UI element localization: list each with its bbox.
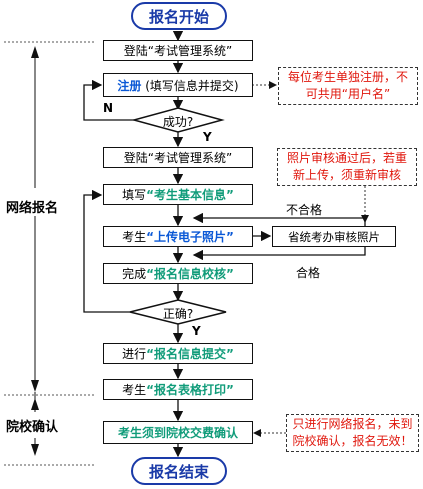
end-terminal: 报名结束 <box>131 457 227 485</box>
verify-info-step: 完成“报名信息校核” <box>103 263 253 284</box>
register-step: 注册 (填写信息并提交) <box>103 73 253 97</box>
end-label: 报名结束 <box>148 462 209 481</box>
no-label: N <box>103 101 114 115</box>
school-confirm-step: 考生须到院校交费确认 <box>103 421 253 444</box>
note-invalid-registration: 只进行网络报名，未到院校确认，报名无效！ <box>286 414 419 452</box>
submit-info-step: 进行“报名信息提交” <box>103 343 253 364</box>
success-decision: 成功? <box>162 115 194 129</box>
section-online: 网络报名 <box>6 201 59 216</box>
upload-photo-step: 考生“上传电子照片” <box>103 226 253 247</box>
pass-label: 合格 <box>296 266 321 280</box>
note-photo-review: 照片审核通过后，若重新上传，须重新审核 <box>277 148 417 186</box>
correct-decision: 正确? <box>162 307 194 321</box>
section-school: 院校确认 <box>6 420 59 435</box>
fail-label: 不合格 <box>286 203 323 217</box>
yes-label-2: Y <box>192 324 201 338</box>
fill-info-step: 填写“考生基本信息” <box>103 184 253 205</box>
review-photo-step: 省统考办审核照片 <box>272 226 396 247</box>
login-step-1: 登陆“考试管理系统” <box>103 40 253 61</box>
login-step-2: 登陆“考试管理系统” <box>103 147 253 168</box>
start-terminal: 报名开始 <box>131 2 227 30</box>
print-form-step: 考生“报名表格打印” <box>103 379 253 400</box>
register-label: 注册 <box>117 78 142 93</box>
note-unique-username: 每位考生单独注册，不可共用“用户名” <box>278 67 418 105</box>
start-label: 报名开始 <box>148 7 209 26</box>
yes-label-1: Y <box>203 130 212 144</box>
